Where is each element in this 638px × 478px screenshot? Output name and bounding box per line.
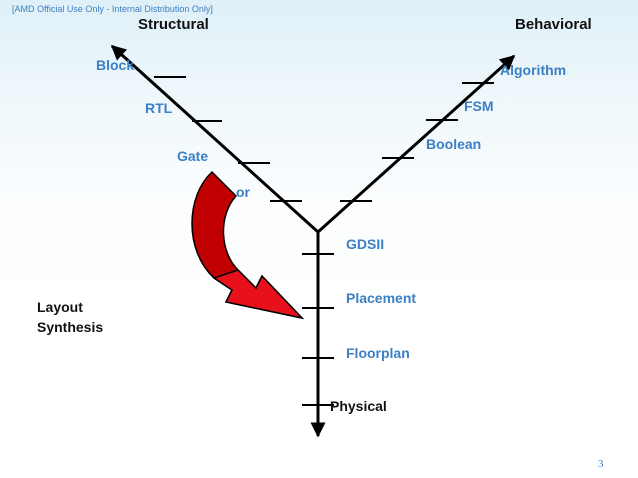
- layout-synthesis-label: Layout Synthesis: [37, 297, 103, 337]
- physical-level-gdsii: GDSII: [346, 236, 385, 252]
- structural-level-transistor: or: [236, 184, 250, 200]
- structural-level-rtl: RTL: [145, 100, 173, 116]
- page-number: 3: [598, 458, 604, 470]
- physical-level-placement: Placement: [346, 290, 417, 306]
- physical-ticks: [302, 253, 334, 406]
- behavioral-axis-label: Behavioral: [515, 16, 592, 33]
- classification-banner: [AMD Official Use Only - Internal Distri…: [12, 4, 213, 14]
- structural-level-gate: Gate: [177, 148, 209, 164]
- behavioral-axis-line: [316, 54, 516, 234]
- behavioral-ticks: [340, 82, 494, 202]
- physical-level-floorplan: Floorplan: [346, 345, 410, 361]
- behavioral-level-fsm: FSM: [464, 98, 494, 114]
- layout-synthesis-arrow: [191, 170, 305, 320]
- layout-synthesis-line2: Synthesis: [37, 319, 104, 335]
- behavioral-level-boolean: Boolean: [426, 136, 482, 152]
- physical-axis-label: Physical: [330, 398, 387, 414]
- structural-axis-label: Structural: [138, 16, 209, 33]
- structural-ticks: [154, 76, 302, 202]
- structural-level-block: Block: [96, 57, 135, 73]
- behavioral-level-algorithm: Algorithm: [500, 62, 567, 78]
- layout-synthesis-line1: Layout: [37, 299, 83, 315]
